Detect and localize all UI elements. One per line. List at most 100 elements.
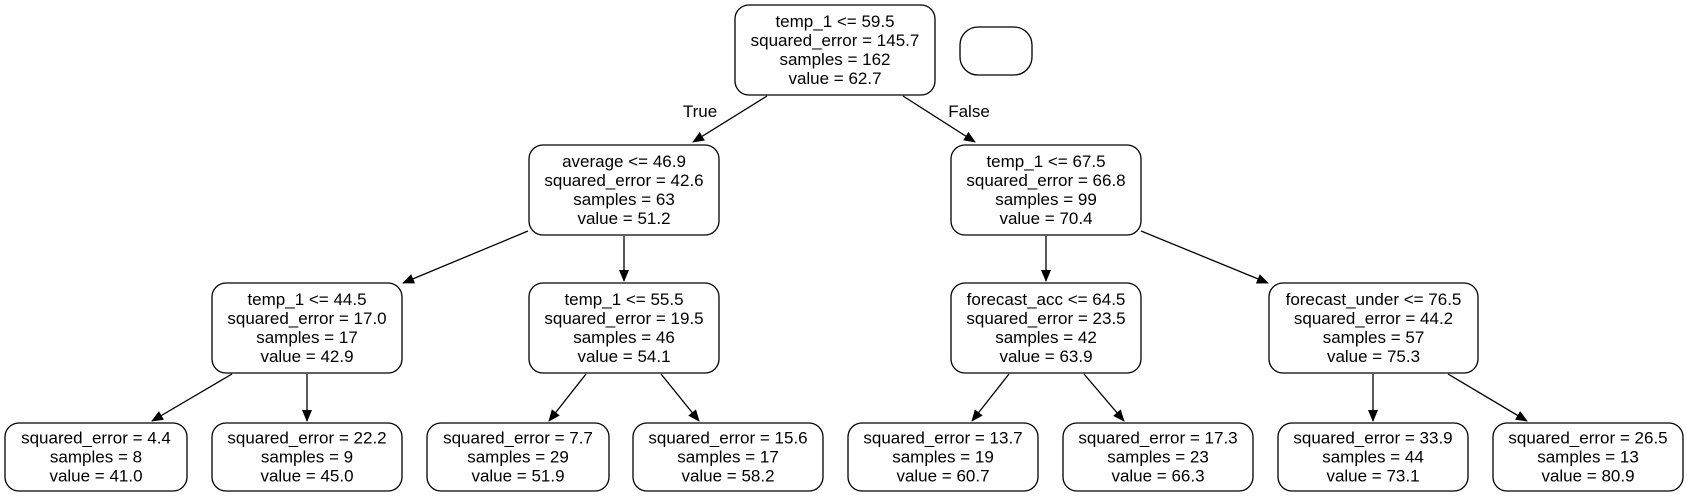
node-text-line: value = 58.2	[681, 466, 774, 485]
node-text-line: value = 54.1	[577, 347, 670, 366]
node-text-line: samples = 13	[1537, 447, 1639, 466]
edge-arrow	[1083, 373, 1125, 422]
node-text-line: value = 60.7	[896, 466, 989, 485]
node-box	[211, 422, 403, 492]
edge-arrow	[902, 95, 976, 143]
node-box	[211, 282, 403, 374]
edge-n2-n6	[1140, 230, 1269, 284]
edge-labels-layer: True False	[683, 102, 990, 121]
edge-label-true: True	[683, 102, 717, 121]
node-text-line: samples = 29	[467, 447, 569, 466]
node-text-line: value = 62.7	[788, 69, 881, 88]
edge-n6-n14	[1447, 373, 1528, 422]
node-text-line: squared_error = 13.7	[863, 428, 1022, 447]
node-box	[734, 4, 936, 96]
edge-n0-n1	[692, 95, 768, 143]
node-box	[950, 144, 1142, 236]
node-text-line: samples = 44	[1322, 447, 1424, 466]
node-box	[950, 282, 1142, 374]
edges-layer	[151, 95, 1528, 422]
node-text-line: squared_error = 145.7	[751, 31, 920, 50]
edge-n0-n2	[902, 95, 976, 143]
node-text-line: samples = 19	[892, 447, 994, 466]
node-text-line: forecast_under <= 76.5	[1286, 290, 1462, 309]
node-text-line: samples = 162	[779, 50, 890, 69]
node-text-line: samples = 57	[1323, 328, 1425, 347]
node-text-line: value = 73.1	[1326, 466, 1419, 485]
node-box	[528, 282, 720, 374]
node-text-line: squared_error = 22.2	[227, 428, 386, 447]
node-text-line: value = 45.0	[260, 466, 353, 485]
node-text-line: samples = 42	[995, 328, 1097, 347]
node-text-line: value = 41.0	[49, 466, 142, 485]
node-box	[632, 422, 824, 492]
edge-arrow	[692, 95, 768, 143]
empty-legend-box	[959, 26, 1033, 76]
node-text-line: squared_error = 33.9	[1293, 428, 1452, 447]
edge-arrow	[548, 373, 587, 422]
edge-label-false: False	[948, 102, 990, 121]
edge-arrow	[971, 373, 1010, 422]
edge-n4-n9	[548, 373, 587, 422]
edge-arrow	[1140, 230, 1269, 284]
edge-n4-n10	[660, 373, 700, 422]
node-text-line: value = 75.3	[1327, 347, 1420, 366]
node-text-line: squared_error = 23.5	[966, 309, 1125, 328]
node-box	[847, 422, 1039, 492]
edge-arrow	[660, 373, 700, 422]
node-text-line: value = 70.4	[999, 209, 1092, 228]
node-text-line: samples = 8	[50, 447, 142, 466]
node-text-line: samples = 17	[677, 447, 779, 466]
node-text-line: temp_1 <= 59.5	[775, 12, 894, 31]
node-text-line: temp_1 <= 44.5	[247, 290, 366, 309]
node-text-line: samples = 23	[1107, 447, 1209, 466]
node-text-line: squared_error = 44.2	[1294, 309, 1453, 328]
node-box	[528, 144, 720, 236]
edge-n5-n11	[971, 373, 1010, 422]
node-text-line: squared_error = 17.0	[227, 309, 386, 328]
node-text-line: temp_1 <= 55.5	[564, 290, 683, 309]
edge-n3-n7	[151, 373, 233, 422]
node-text-line: value = 51.2	[577, 209, 670, 228]
node-text-line: value = 51.9	[471, 466, 564, 485]
node-box	[1492, 422, 1684, 492]
edge-arrow	[151, 373, 233, 422]
node-box	[1062, 422, 1254, 492]
edge-n5-n12	[1083, 373, 1125, 422]
node-text-line: squared_error = 19.5	[544, 309, 703, 328]
node-text-line: average <= 46.9	[562, 152, 686, 171]
edge-arrow	[402, 230, 529, 284]
node-text-line: squared_error = 42.6	[544, 171, 703, 190]
node-text-line: value = 63.9	[999, 347, 1092, 366]
node-box	[4, 422, 188, 492]
node-text-line: squared_error = 26.5	[1508, 428, 1667, 447]
node-text-line: squared_error = 15.6	[648, 428, 807, 447]
node-text-line: squared_error = 17.3	[1078, 428, 1237, 447]
node-text-line: samples = 46	[573, 328, 675, 347]
node-text-line: samples = 99	[995, 190, 1097, 209]
node-box	[959, 26, 1033, 76]
node-text-line: value = 80.9	[1541, 466, 1634, 485]
node-box	[1268, 282, 1479, 374]
node-text-line: samples = 9	[261, 447, 353, 466]
node-text-line: value = 42.9	[260, 347, 353, 366]
node-text-line: value = 66.3	[1111, 466, 1204, 485]
node-box	[426, 422, 610, 492]
